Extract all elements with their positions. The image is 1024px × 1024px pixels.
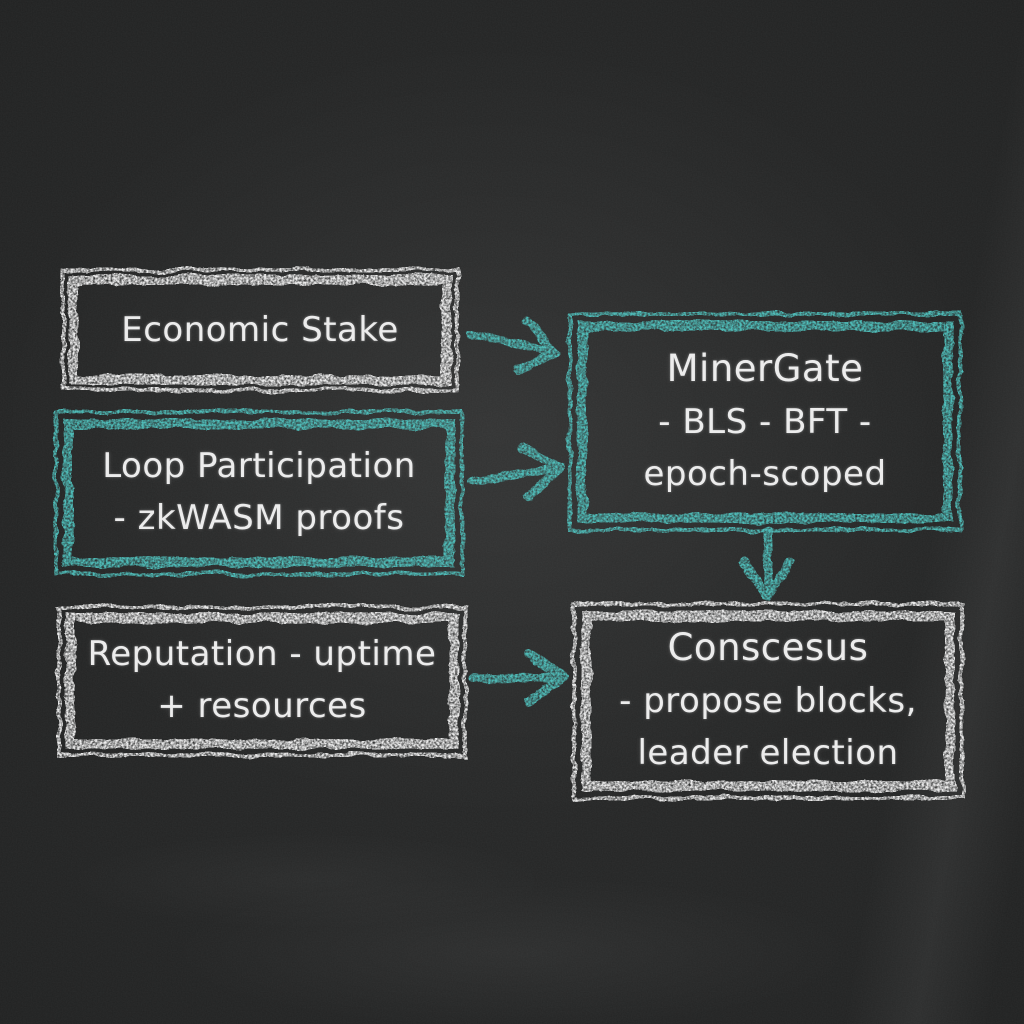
box-reputation: Reputation - uptime + resources [78, 624, 446, 738]
box-loop-participation-frame [54, 410, 464, 576]
box-minergate-label-line2: - BLS - BFT - [658, 402, 872, 443]
box-economic-stake-frame [61, 268, 459, 392]
box-economic-stake-label: Economic Stake [121, 310, 399, 351]
arrow-reputation-to-consensus [469, 649, 568, 707]
box-consensus-frame [572, 602, 964, 800]
box-consensus-label-line3: leader election [637, 733, 899, 774]
box-reputation-label-line2: + resources [157, 686, 367, 726]
box-consensus: Conscesus - propose blocks, leader elect… [594, 620, 942, 780]
box-minergate-title: MinerGate [666, 347, 864, 391]
box-reputation-label-line1: Reputation - uptime [87, 634, 437, 675]
box-loop-participation: Loop Participation - zkWASM proofs [76, 430, 442, 556]
arrow-economic-stake-to-minergate [465, 316, 561, 374]
arrow-minergate-to-consensus [738, 525, 796, 602]
box-loop-participation-label-line1: Loop Participation [102, 446, 416, 487]
box-economic-stake: Economic Stake [80, 286, 440, 376]
box-minergate-label-line3: epoch-scoped [643, 454, 887, 495]
box-loop-participation-label-line2: - zkWASM proofs [113, 498, 405, 538]
box-consensus-label-line2: - propose blocks, [619, 681, 917, 722]
box-reputation-frame [57, 605, 467, 757]
arrow-loop-participation-to-minergate [467, 444, 565, 501]
box-consensus-title: Conscesus [667, 626, 869, 670]
box-minergate: MinerGate - BLS - BFT - epoch-scoped [590, 330, 940, 512]
